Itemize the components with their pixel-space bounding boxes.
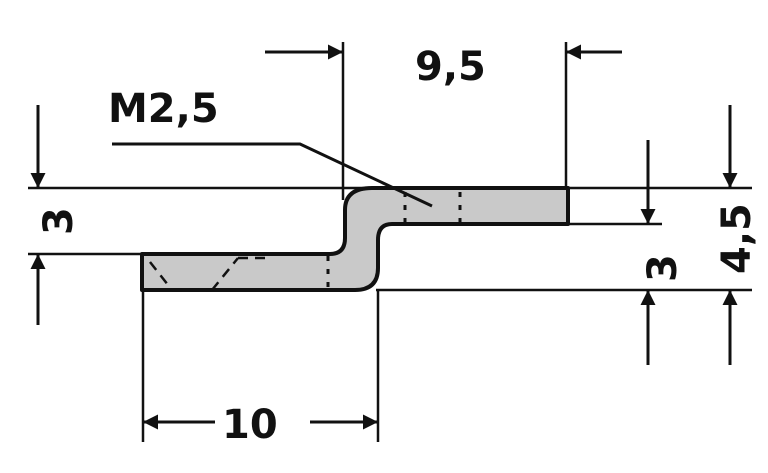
dimension-left-height: 3 xyxy=(30,105,82,325)
dim-right-total-text: 4,5 xyxy=(714,203,760,274)
thread-callout: M2,5 xyxy=(108,86,433,208)
dimension-right-step: 3 xyxy=(640,140,686,365)
dimension-top-width: 9,5 xyxy=(265,44,622,90)
dim-left-height-text: 3 xyxy=(36,207,82,235)
dim-bottom-width-text: 10 xyxy=(222,402,278,448)
dim-right-step-text: 3 xyxy=(640,254,686,282)
dimension-bottom-width: 10 xyxy=(143,402,378,448)
z-bracket-part xyxy=(140,186,570,292)
dimension-right-total: 4,5 xyxy=(714,105,760,365)
hidden-thread-lines xyxy=(149,192,462,292)
thread-label: M2,5 xyxy=(108,86,219,132)
dim-top-width-text: 9,5 xyxy=(415,44,486,90)
